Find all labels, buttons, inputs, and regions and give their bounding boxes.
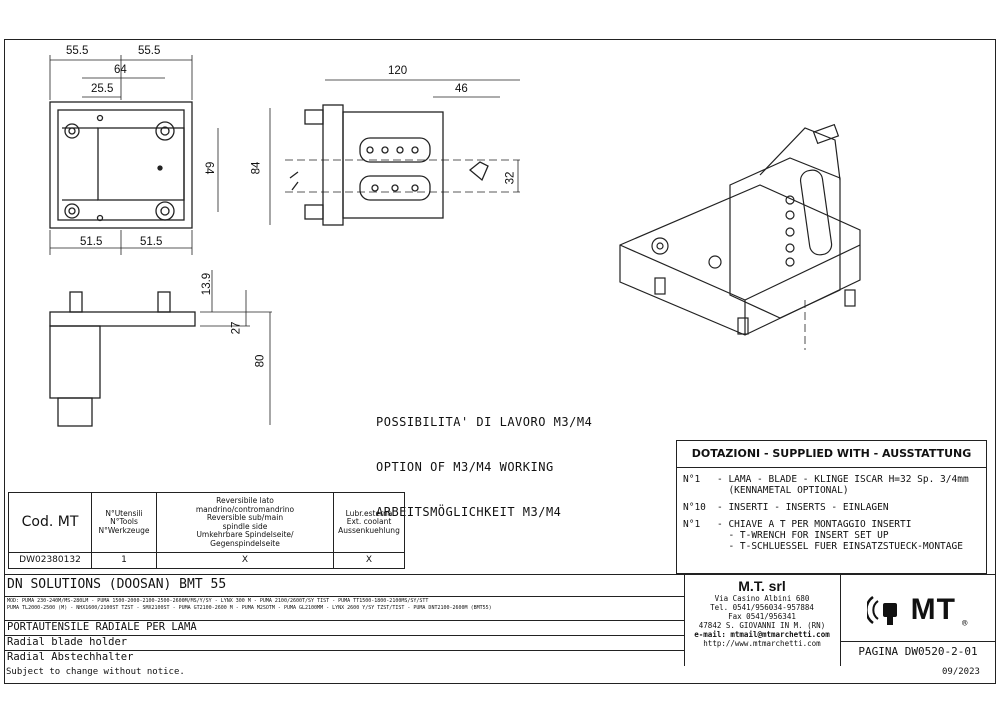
dim-top-left: 55.5	[66, 45, 89, 57]
coolant-header: Lubr.esterna Ext. coolant Aussenkuehlung	[333, 492, 405, 553]
dim-13-9: 13.9	[201, 272, 214, 296]
company-email[interactable]: e-mail: mtmail@mtmarchetti.com	[694, 630, 830, 639]
supplied-header: DOTAZIONI - SUPPLIED WITH - AUSSTATTUNG	[677, 441, 986, 468]
company-name: M.T. srl	[738, 578, 786, 594]
supplied-text: - LAMA - BLADE - KLINGE ISCAR H=32 Sp. 3…	[717, 474, 969, 496]
dim-46: 46	[455, 83, 468, 95]
dim-27: 27	[230, 321, 243, 335]
supplied-qty: N°10	[683, 502, 706, 513]
company-city: 47842 S. GIOVANNI IN M. (RN)	[698, 621, 826, 630]
dim-32: 32	[504, 171, 517, 185]
compatible-models: MOD: PUMA 230-240M/MS-280LM - PUMA 1500-…	[7, 598, 492, 611]
supplied-qty: N°1	[683, 519, 701, 530]
supplied-text: - CHIAVE A T PER MONTAGGIO INSERTI - T-W…	[717, 519, 963, 552]
supplied-item: N°1 - CHIAVE A T PER MONTAGGIO INSERTI -…	[677, 519, 986, 552]
company-tel: Tel. 0541/956034-957884	[710, 603, 814, 612]
page-number: PAGINA DW0520-2-01	[858, 645, 978, 658]
company-info: M.T. srl Via Casino Albini 680 Tel. 0541…	[684, 575, 841, 666]
machine-name: DN SOLUTIONS (DOOSAN) BMT 55	[7, 577, 227, 592]
supplied-item: N°10 - INSERTI - INSERTS - EINLAGEN	[677, 502, 986, 513]
side-view	[269, 79, 520, 226]
registered-mark: ®	[961, 619, 968, 629]
dim-120: 120	[388, 65, 408, 77]
top-view	[49, 55, 219, 255]
note-line-1: POSSIBILITA' DI LAVORO M3/M4	[376, 415, 593, 429]
front-view	[49, 270, 272, 427]
dim-top-right: 55.5	[138, 45, 161, 57]
dim-51-5-left: 51.5	[80, 236, 103, 248]
mt-logo-text: MT	[910, 593, 956, 626]
dim-64-front: 64	[202, 161, 215, 175]
coolant-cell: X	[333, 552, 405, 569]
dim-80: 80	[254, 354, 267, 368]
company-web[interactable]: http://www.mtmarchetti.com	[703, 639, 821, 648]
company-fax: Fax 0541/956341	[728, 612, 796, 621]
cod-mt-header: Cod. MT	[8, 492, 92, 553]
working-option-note: POSSIBILITA' DI LAVORO M3/M4 OPTION OF M…	[376, 385, 592, 535]
dim-51-5-right: 51.5	[140, 236, 163, 248]
code-table: Cod. MT N°Utensili N°Tools N°Werkzeuge R…	[8, 492, 405, 569]
logo-and-page: MT ® PAGINA DW0520-2-01	[840, 575, 996, 666]
description-en: Radial blade holder	[7, 636, 128, 648]
note-line-2: OPTION OF M3/M4 WORKING	[376, 460, 554, 474]
isometric-view	[619, 123, 861, 350]
mt-logo-icon	[866, 595, 897, 625]
supplied-with-box: DOTAZIONI - SUPPLIED WITH - AUSSTATTUNG …	[676, 440, 987, 574]
supplied-text: - INSERTI - INSERTS - EINLAGEN	[717, 502, 889, 513]
tools-cell: 1	[91, 552, 157, 569]
title-block-description: DN SOLUTIONS (DOOSAN) BMT 55 MOD: PUMA 2…	[4, 575, 685, 666]
reversible-cell: X	[156, 552, 334, 569]
footer-notice: Subject to change without notice.	[6, 667, 185, 677]
title-block: DN SOLUTIONS (DOOSAN) BMT 55 MOD: PUMA 2…	[4, 574, 996, 666]
description-it: PORTAUTENSILE RADIALE PER LAMA	[7, 621, 197, 633]
mt-logo: MT ®	[846, 581, 988, 639]
dim-25-5: 25.5	[91, 83, 114, 95]
tools-header: N°Utensili N°Tools N°Werkzeuge	[91, 492, 157, 553]
dim-84: 84	[250, 161, 263, 175]
supplied-item: N°1 - LAMA - BLADE - KLINGE ISCAR H=32 S…	[677, 474, 986, 496]
description-de: Radial Abstechhalter	[7, 651, 134, 663]
code-cell: DW02380132	[8, 552, 92, 569]
dim-64-top: 64	[114, 64, 127, 76]
note-line-3: ARBEITSMÖGLICHKEIT M3/M4	[376, 505, 562, 519]
company-address: Via Casino Albini 680	[714, 594, 810, 603]
footer-date: 09/2023	[942, 667, 980, 677]
drawing-frame	[4, 39, 996, 684]
supplied-qty: N°1	[683, 474, 701, 485]
reversible-header: Reversibile lato mandrino/contromandrino…	[156, 492, 334, 553]
